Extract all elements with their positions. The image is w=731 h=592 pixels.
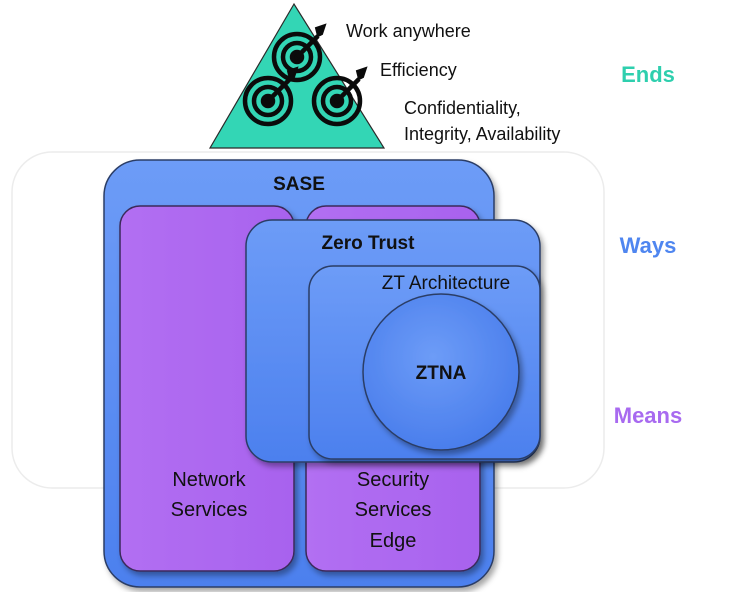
end-cia-line1: Confidentiality, (404, 98, 521, 118)
zt-architecture-label: ZT Architecture (382, 273, 510, 294)
legend-ends: Ends (621, 62, 675, 87)
end-work-anywhere: Work anywhere (346, 21, 471, 41)
sse-label-line3: Edge (370, 530, 417, 552)
target-icon-left (242, 66, 299, 127)
target-icon-right (311, 66, 368, 127)
target-icon-top (271, 23, 327, 83)
legend-ways: Ways (620, 233, 677, 258)
zero-trust-label: Zero Trust (322, 233, 416, 254)
sse-label-line2: Services (355, 499, 432, 521)
network-services-label-line1: Network (172, 469, 246, 491)
network-services-label-line2: Services (171, 499, 248, 521)
sse-label-line1: Security (357, 469, 429, 491)
ztna-circle (362, 293, 520, 451)
end-efficiency: Efficiency (380, 60, 457, 80)
end-cia-line2: Integrity, Availability (404, 124, 560, 144)
legend-means: Means (614, 403, 682, 428)
sase-label: SASE (273, 174, 325, 195)
ztna-label: ZTNA (416, 363, 467, 384)
